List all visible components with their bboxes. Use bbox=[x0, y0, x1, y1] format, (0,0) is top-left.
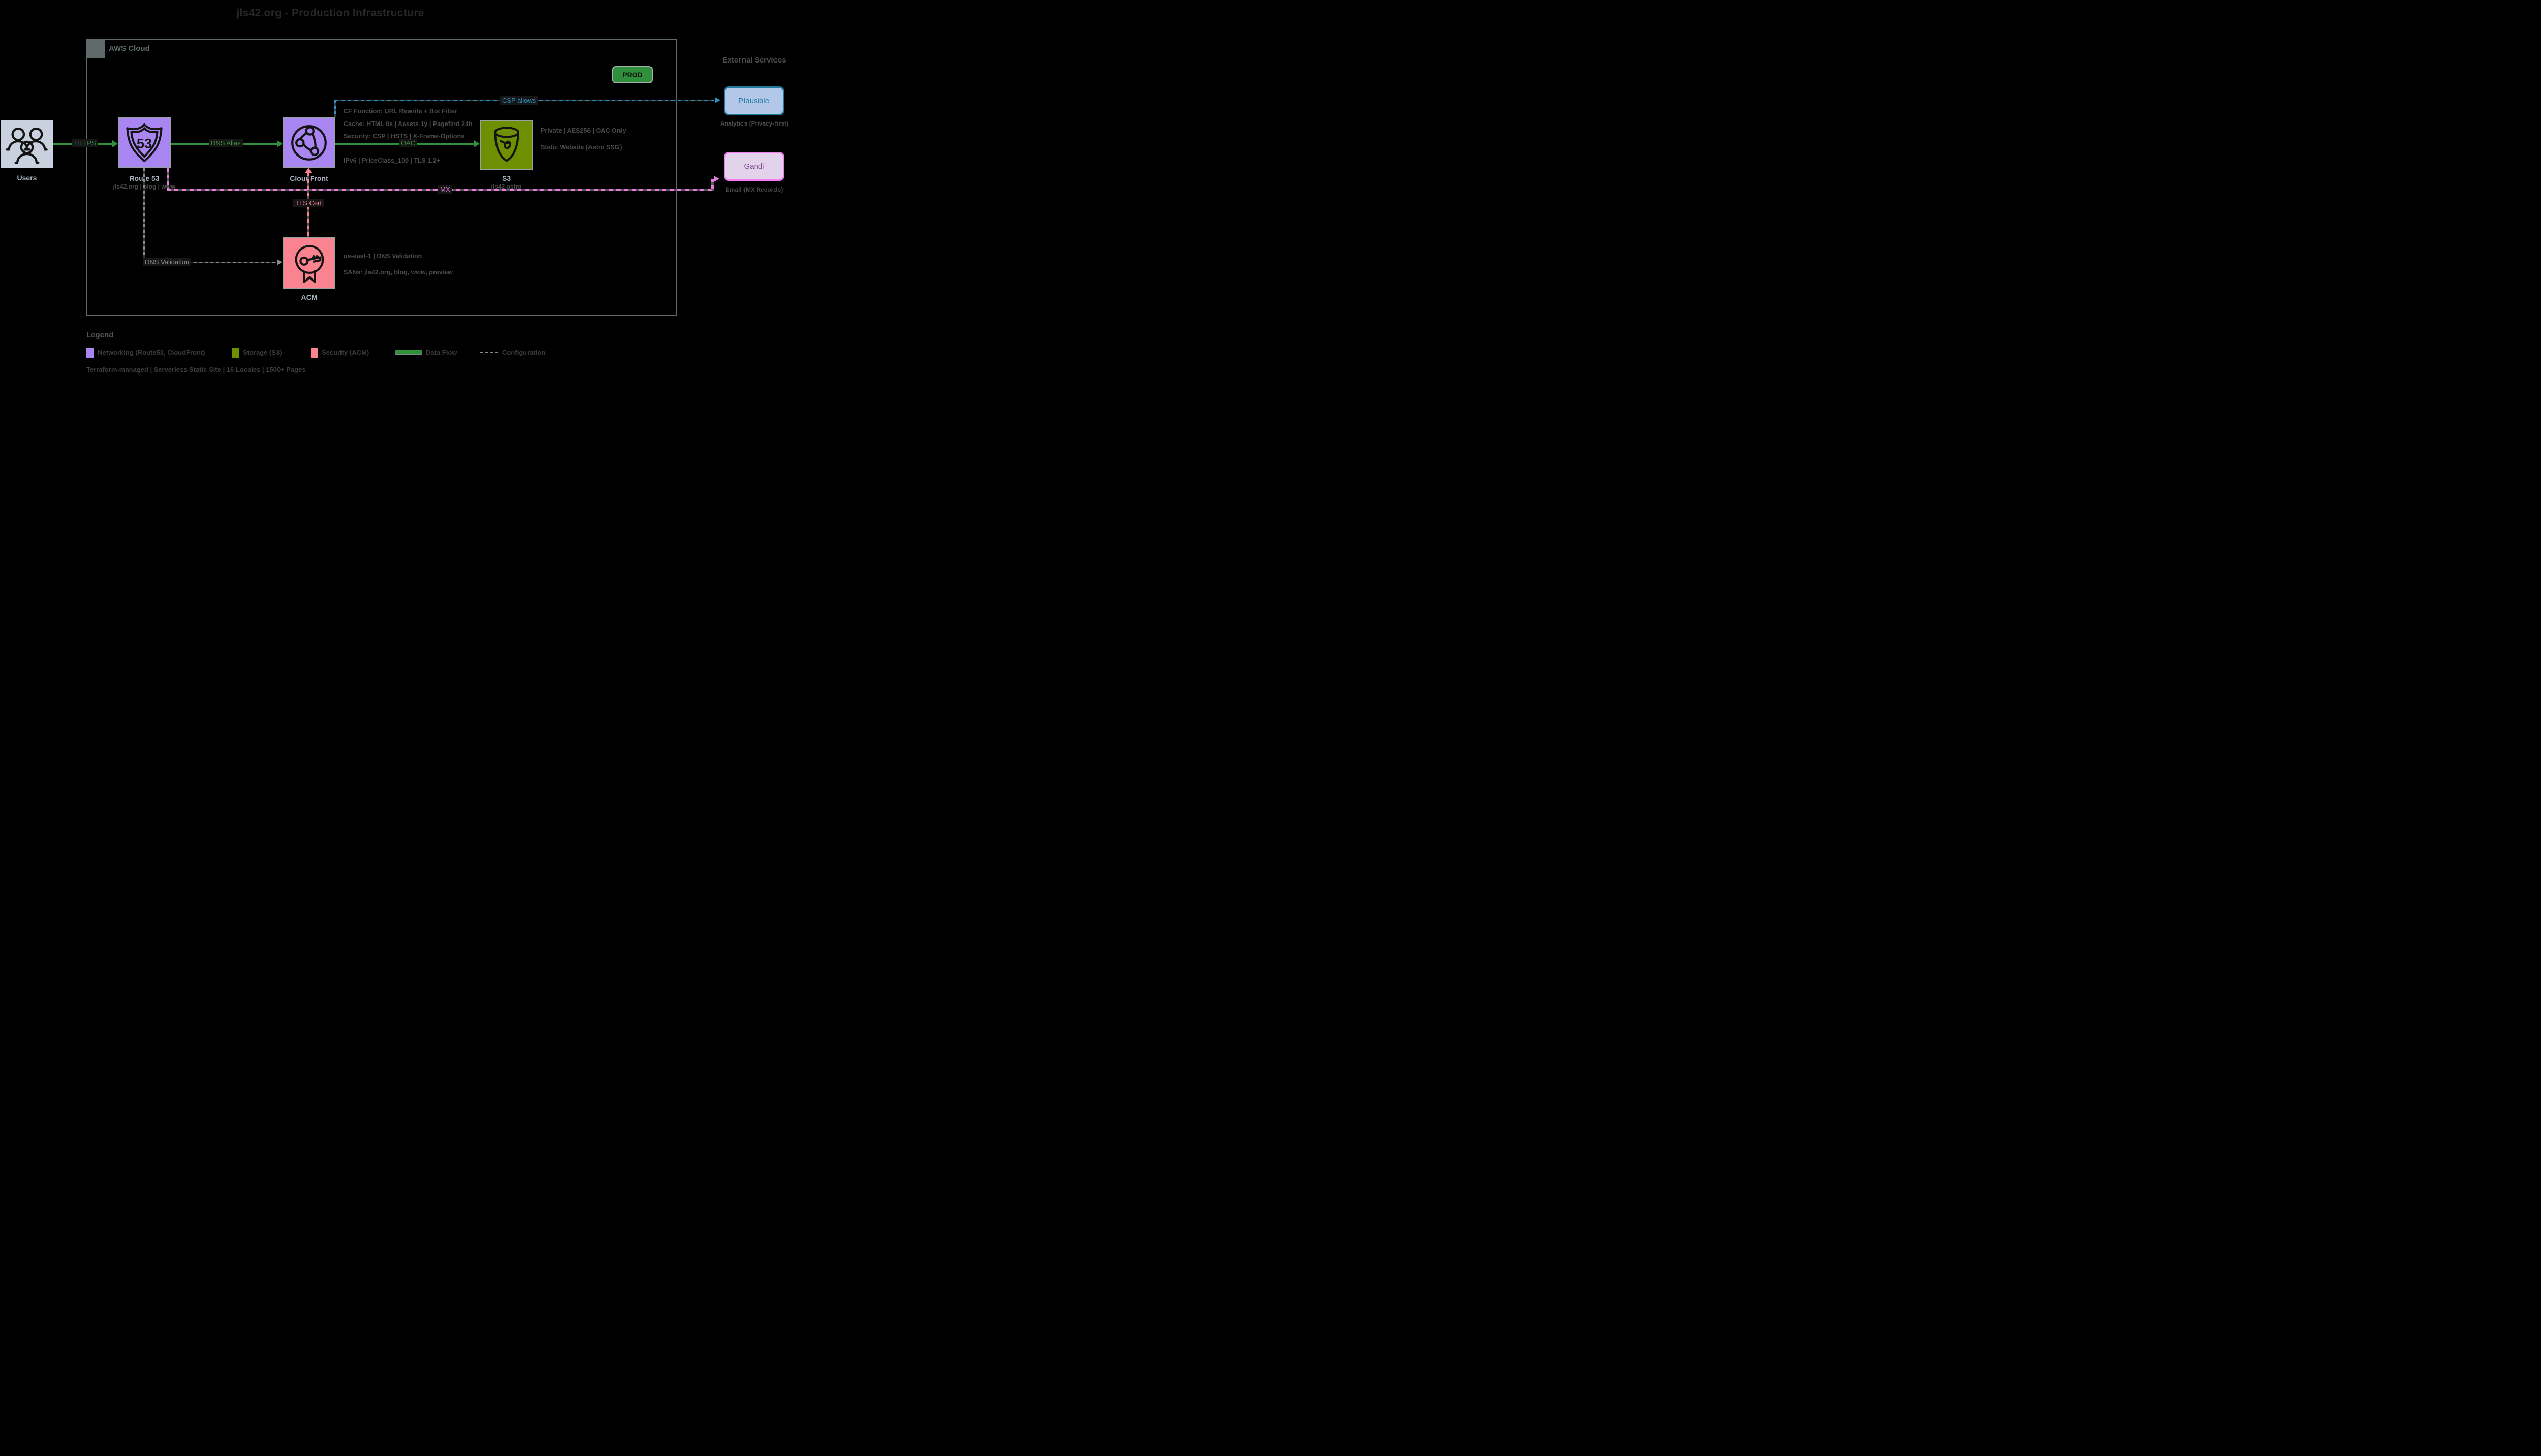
edge-dns-validation-vertical bbox=[143, 168, 145, 262]
edge-mx-label: MX bbox=[438, 185, 452, 194]
edge-oac-label: OAC bbox=[399, 139, 418, 147]
node-cloudfront bbox=[283, 117, 335, 168]
external-services-title: External Services bbox=[722, 56, 786, 65]
node-acm bbox=[283, 237, 335, 289]
node-plausible: Plausible bbox=[724, 86, 784, 115]
users-icon bbox=[6, 127, 48, 164]
legend-label-networking: Networking (Route53, CloudFront) bbox=[98, 349, 205, 356]
node-plausible-label: Plausible bbox=[738, 97, 769, 105]
legend-label-configuration: Configuration bbox=[502, 349, 546, 356]
acm-certificate-icon bbox=[295, 244, 324, 283]
legend-swatch-configuration bbox=[480, 352, 498, 353]
edge-mx-vertical-left bbox=[167, 168, 169, 190]
s3-annotation-access: Private | AES256 | OAC Only bbox=[541, 127, 626, 134]
prod-badge: PROD bbox=[612, 66, 653, 83]
legend-swatch-storage bbox=[232, 348, 239, 358]
node-s3 bbox=[480, 120, 533, 170]
node-users bbox=[1, 120, 53, 168]
edge-csp-vertical bbox=[334, 100, 336, 117]
edge-csp-arrowhead bbox=[715, 97, 720, 103]
edge-mx-vertical-right bbox=[711, 179, 714, 190]
route53-shield-icon: 53 bbox=[126, 123, 163, 162]
aws-cloud-label: AWS Cloud bbox=[109, 44, 150, 53]
edge-csp-label: CSP allows bbox=[500, 96, 538, 105]
cloudfront-globe-icon bbox=[291, 125, 327, 161]
edge-oac-arrowhead bbox=[474, 140, 480, 147]
node-s3-label: S3 bbox=[502, 174, 511, 182]
acm-annotation-sans: SANs: jls42.org, blog, www, preview bbox=[344, 269, 453, 276]
node-gandi-label: Gandi bbox=[743, 162, 764, 171]
diagram-canvas: jls42.org - Production Infrastructure AW… bbox=[0, 0, 797, 377]
legend-swatch-data-flow bbox=[395, 350, 422, 355]
s3-annotation-website: Static Website (Astro SSG) bbox=[541, 144, 622, 151]
aws-cloud-boundary bbox=[86, 39, 677, 316]
page-title: jls42.org - Production Infrastructure bbox=[236, 7, 424, 19]
edge-tls-arrowhead bbox=[305, 168, 312, 173]
cloudfront-annotation-network: IPv6 | PriceClass_100 | TLS 1.2+ bbox=[344, 157, 441, 164]
node-gandi-sublabel: Email (MX Records) bbox=[725, 186, 783, 193]
legend-label-data-flow: Data Flow bbox=[426, 349, 457, 356]
edge-tls-label: TLS Cert bbox=[293, 199, 324, 207]
edge-dns-validation-label: DNS Validation bbox=[143, 258, 192, 266]
edge-dns-alias-arrowhead bbox=[277, 140, 283, 147]
node-plausible-sublabel: Analytics (Privacy-first) bbox=[720, 120, 789, 127]
node-route53: 53 bbox=[118, 117, 171, 168]
legend-title: Legend bbox=[86, 331, 114, 339]
node-acm-label: ACM bbox=[301, 293, 318, 301]
legend-swatch-security bbox=[311, 348, 318, 358]
legend-label-security: Security (ACM) bbox=[322, 349, 369, 356]
edge-dns-validation-arrowhead bbox=[277, 259, 282, 265]
node-s3-sublabel: jls42-astro bbox=[491, 183, 522, 190]
legend-label-storage: Storage (S3) bbox=[243, 349, 282, 356]
acm-annotation-region: us-east-1 | DNS Validation bbox=[344, 253, 422, 260]
edge-https-label: HTTPS bbox=[72, 139, 98, 147]
aws-cloud-icon bbox=[86, 39, 105, 58]
edge-mx-arrowhead bbox=[714, 176, 719, 182]
edge-https-arrowhead bbox=[112, 140, 118, 147]
edge-dns-alias-label: DNS Alias bbox=[209, 139, 243, 147]
node-gandi: Gandi bbox=[724, 152, 784, 181]
cloudfront-annotation-function: CF Function: URL Rewrite + Bot Filter bbox=[344, 108, 457, 115]
edge-dns-validation-line bbox=[143, 262, 276, 263]
footer-caption: Terraform-managed | Serverless Static Si… bbox=[86, 366, 306, 374]
svg-text:53: 53 bbox=[137, 135, 152, 151]
cloudfront-annotation-cache: Cache: HTML 0s | Assets 1y | Pagefind 24… bbox=[344, 120, 473, 128]
s3-bucket-icon bbox=[493, 127, 519, 162]
legend-swatch-networking bbox=[86, 348, 94, 358]
node-users-label: Users bbox=[17, 174, 37, 182]
cloudfront-annotation-security: Security: CSP | HSTS | X-Frame-Options bbox=[344, 133, 465, 140]
